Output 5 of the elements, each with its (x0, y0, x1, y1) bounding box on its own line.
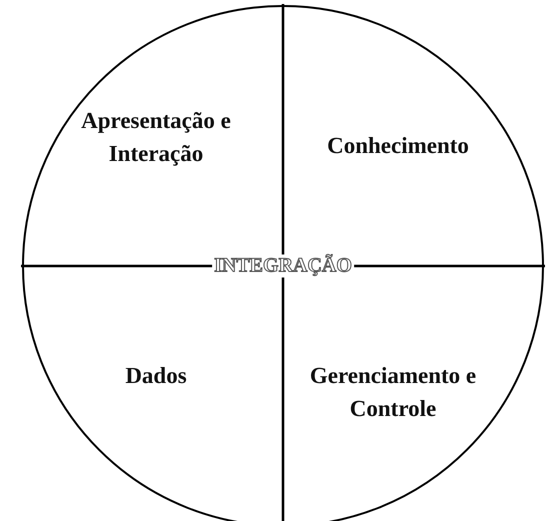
quadrant-label: Gerenciamento e Controle (283, 359, 503, 426)
quadrant-label: Dados (36, 359, 276, 392)
quadrant-label: Apresentação e Interação (36, 104, 276, 171)
center-label: INTEGRAÇÃO (212, 254, 354, 278)
quadrant-label: Conhecimento (283, 129, 513, 162)
